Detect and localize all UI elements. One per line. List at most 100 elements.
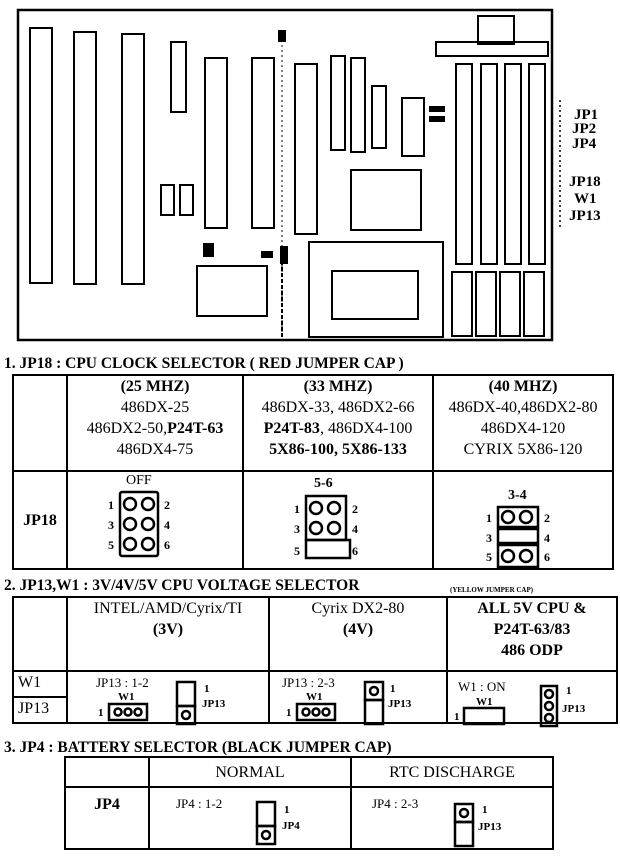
section2-col2-header: Cyrix DX2-80 (4V)	[268, 596, 448, 672]
p34-pin-1: 1	[486, 511, 492, 525]
normal-heading: NORMAL	[215, 763, 285, 781]
volt-5v-w1-jumper	[462, 706, 506, 726]
clock-25-line1: 486DX-25	[120, 399, 190, 416]
section1-title: 1. JP18 : CPU CLOCK SELECTOR ( RED JUMPE…	[4, 355, 404, 372]
jp18-56-jumper	[304, 494, 352, 560]
jp4-normal-setting: JP4 : 1-2	[176, 796, 223, 811]
volt-4v-line2: (4V)	[342, 621, 374, 638]
volt-3v-line2: (3V)	[152, 621, 184, 638]
p56-pin-4: 4	[352, 522, 358, 536]
jp18-off-jumper	[118, 490, 160, 558]
jp18-off-label: OFF	[126, 473, 152, 488]
section1-table: (25 MHZ) 486DX-25 486DX2-50,P24T-63 486D…	[12, 374, 614, 570]
section2-row2-label: JP13	[12, 696, 68, 724]
off-pin-1: 1	[108, 498, 114, 512]
jp4-normal-jumper	[255, 800, 277, 846]
jp4-normal-tag: JP4	[282, 820, 300, 832]
jp4-row-label: JP4	[94, 796, 120, 813]
p34-pin-5: 5	[486, 550, 492, 564]
off-pin-6: 6	[164, 538, 170, 552]
jp4-rtc-tag: JP13	[478, 821, 502, 833]
volt-4v-jp13-pin1: 1	[390, 683, 396, 695]
jp18-34-jumper	[496, 505, 540, 569]
p56-pin-1: 1	[294, 502, 300, 516]
off-pin-5: 5	[108, 538, 114, 552]
section3-title: 3. JP4 : BATTERY SELECTOR (BLACK JUMPER …	[4, 739, 392, 756]
volt-4v-jp13: JP13	[388, 698, 412, 710]
p56-pin-3: 3	[294, 522, 300, 536]
jp4-rtc-setting: JP4 : 2-3	[372, 796, 419, 811]
jp4-normal-pin1: 1	[284, 804, 290, 816]
section2-title: 2. JP13,W1 : 3V/4V/5V CPU VOLTAGE SELECT…	[4, 577, 360, 594]
jp4-rtc-jumper	[453, 802, 475, 848]
clock-33-line3: 5X86-100, 5X86-133	[269, 441, 407, 458]
clock-33-line2: P24T-83, 486DX4-100	[244, 418, 432, 439]
clock-40-heading: (40 MHZ)	[488, 378, 558, 395]
jp13-row-label: JP13	[18, 700, 50, 717]
off-pin-4: 4	[164, 518, 170, 532]
motherboard-diagram	[16, 8, 561, 342]
jp18-56-cell	[242, 470, 434, 570]
volt-4v-jp13-jumper	[363, 680, 385, 726]
rtc-discharge-heading: RTC DISCHARGE	[389, 763, 515, 781]
board-label-jp1: JP1	[574, 107, 599, 123]
clock-33-line2a: P24T-83	[263, 420, 320, 437]
volt-5v-setting: W1 : ON	[458, 679, 506, 694]
board-label-jp13: JP13	[569, 208, 601, 224]
jp4-normal-cell	[148, 786, 352, 850]
section1-row-label: JP18	[12, 470, 68, 570]
volt-5v-jp13-jumper	[539, 684, 559, 728]
volt-4v-setting: JP13 : 2-3	[282, 675, 335, 690]
jp18-34-cell	[432, 470, 614, 570]
volt-3v-w1-jumper	[107, 702, 149, 722]
section3-col2-header: RTC DISCHARGE	[350, 756, 554, 788]
volt-3v-jp13: JP13	[202, 698, 226, 710]
p34-pin-6: 6	[544, 550, 550, 564]
volt-5v-jp13: JP13	[562, 703, 586, 715]
section2-col3-header: ALL 5V CPU & P24T-63/83 486 ODP	[446, 596, 618, 672]
p56-pin-5: 5	[294, 544, 300, 558]
clock-40-line2: 486DX4-120	[480, 420, 566, 437]
section3-row-label: JP4	[64, 786, 150, 850]
board-label-jp2: JP2	[572, 121, 597, 137]
jp18-row-label: JP18	[23, 511, 57, 529]
volt-5v-jp13-pin1: 1	[566, 685, 572, 697]
section3-col1-header: NORMAL	[148, 756, 352, 788]
volt-3v-setting: JP13 : 1-2	[96, 675, 149, 690]
clock-33-line1: 486DX-33, 486DX2-66	[261, 399, 415, 416]
clock-33-line2b: , 486DX4-100	[319, 420, 413, 437]
clock-40-line1: 486DX-40,486DX2-80	[448, 399, 598, 416]
volt-3v-jp13-pin1: 1	[204, 683, 210, 695]
board-label-jp18: JP18	[569, 174, 601, 190]
p56-pin-6: 6	[352, 544, 358, 558]
p34-pin-2: 2	[544, 511, 550, 525]
volt-3v-w1: W1	[118, 691, 135, 703]
section3-corner-cell	[64, 756, 150, 788]
off-pin-2: 2	[164, 498, 170, 512]
section1-col1-header: (25 MHZ) 486DX-25 486DX2-50,P24T-63 486D…	[66, 374, 244, 472]
volt-4v-line1: Cyrix DX2-80	[311, 600, 405, 617]
clock-25-line2a: 486DX2-50,	[86, 420, 168, 437]
clock-33-heading: (33 MHZ)	[303, 378, 373, 395]
section2-subtitle: (YELLOW JUMPER CAP)	[450, 586, 534, 594]
w1-row-label: W1	[18, 674, 42, 691]
clock-25-line2b: P24T-63	[167, 420, 224, 437]
jp18-off-cell	[66, 470, 244, 570]
off-pin-3: 3	[108, 518, 114, 532]
volt-3v-jp13-jumper	[175, 680, 197, 726]
board-label-w1: W1	[574, 191, 597, 207]
jp18-34-label: 3-4	[508, 488, 527, 503]
section2-table: INTEL/AMD/Cyrix/TI (3V) Cyrix DX2-80 (4V…	[12, 596, 618, 724]
section2-corner-cell	[12, 596, 68, 672]
clock-25-line3: 486DX4-75	[116, 441, 194, 458]
section1-col2-header: (33 MHZ) 486DX-33, 486DX2-66 P24T-83, 48…	[242, 374, 434, 472]
volt-5v-pin1: 1	[454, 711, 460, 723]
section2-col1-header: INTEL/AMD/Cyrix/TI (3V)	[66, 596, 270, 672]
section2-row1-label: W1	[12, 670, 68, 698]
p56-pin-2: 2	[352, 502, 358, 516]
board-label-jp4: JP4	[572, 136, 597, 152]
p34-pin-3: 3	[486, 531, 492, 545]
section1-col3-header: (40 MHZ) 486DX-40,486DX2-80 486DX4-120 C…	[432, 374, 614, 472]
jp18-56-label: 5-6	[314, 476, 333, 491]
volt-3v-line1: INTEL/AMD/Cyrix/TI	[93, 600, 243, 617]
